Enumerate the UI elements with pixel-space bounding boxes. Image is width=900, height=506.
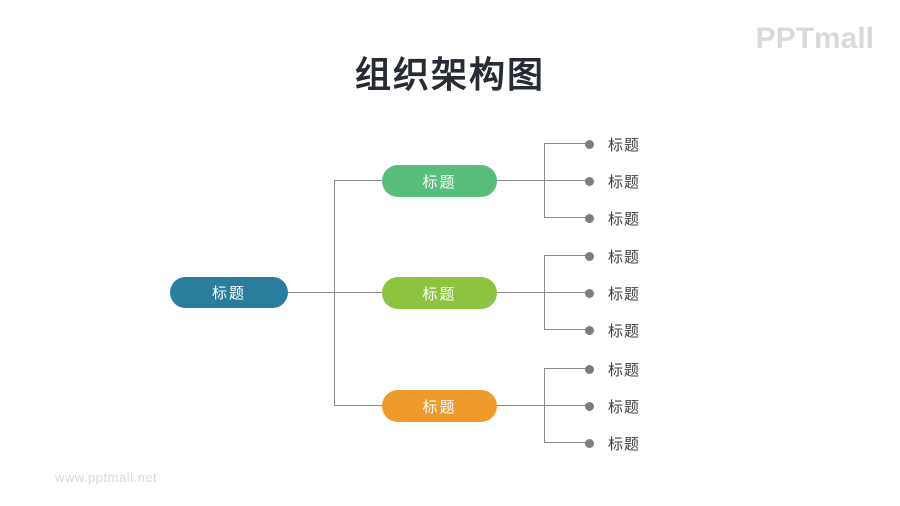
connector-branch3-line [334,405,382,406]
pptmall-logo: PPTmall [755,22,874,55]
leaf-item: 标题 [585,397,641,416]
connector-branch1-bracket-line [544,144,545,218]
connector-trunk-line [334,181,335,406]
leaf-bullet-icon [585,251,594,261]
branch-node-label: 标题 [422,398,457,416]
connector-leaf-line [544,442,586,443]
connector-branch3-bracket-line [544,369,545,443]
leaf-item: 标题 [585,209,641,228]
connector-root-line [288,292,382,293]
leaf-item: 标题 [585,247,641,266]
leaf-label: 标题 [608,398,641,416]
leaf-label: 标题 [608,322,641,340]
leaf-item: 标题 [585,284,641,303]
leaf-bullet-icon [585,288,594,298]
leaf-label: 标题 [608,248,641,266]
leaf-bullet-icon [585,438,594,448]
root-node: 标题 [170,277,288,308]
connector-branch1-out-line [497,180,544,181]
connector-leaf-line [544,329,586,330]
leaf-item: 标题 [585,135,641,154]
leaf-label: 标题 [608,173,641,191]
connector-leaf-line [544,292,586,293]
branch-node-label: 标题 [422,173,457,191]
leaf-label: 标题 [608,361,641,379]
connector-branch3-out-line [497,405,544,406]
connector-leaf-line [544,143,586,144]
watermark-url: www.pptmall.net [55,470,158,485]
leaf-bullet-icon [585,325,594,335]
branch-node-2: 标题 [382,277,497,309]
connector-branch2-out-line [497,292,544,293]
connector-leaf-line [544,405,586,406]
leaf-bullet-icon [585,139,594,149]
leaf-label: 标题 [608,285,641,303]
leaf-bullet-icon [585,213,594,223]
branch-node-label: 标题 [422,285,457,303]
connector-leaf-line [544,255,586,256]
connector-leaf-line [544,368,586,369]
root-node-label: 标题 [211,285,246,302]
leaf-bullet-icon [585,176,594,186]
leaf-label: 标题 [608,435,641,453]
connector-leaf-line [544,217,586,218]
leaf-bullet-icon [585,364,594,374]
connector-leaf-line [544,180,586,181]
connector-branch1-line [334,180,382,181]
leaf-label: 标题 [608,136,641,154]
slide-title: 组织架构图 [354,54,545,95]
leaf-item: 标题 [585,321,641,340]
leaf-item: 标题 [585,360,641,379]
leaf-item: 标题 [585,434,641,453]
leaf-item: 标题 [585,172,641,191]
connector-branch2-bracket-line [544,256,545,330]
branch-node-3: 标题 [382,390,497,422]
leaf-label: 标题 [608,210,641,228]
branch-node-1: 标题 [382,165,497,197]
leaf-bullet-icon [585,401,594,411]
